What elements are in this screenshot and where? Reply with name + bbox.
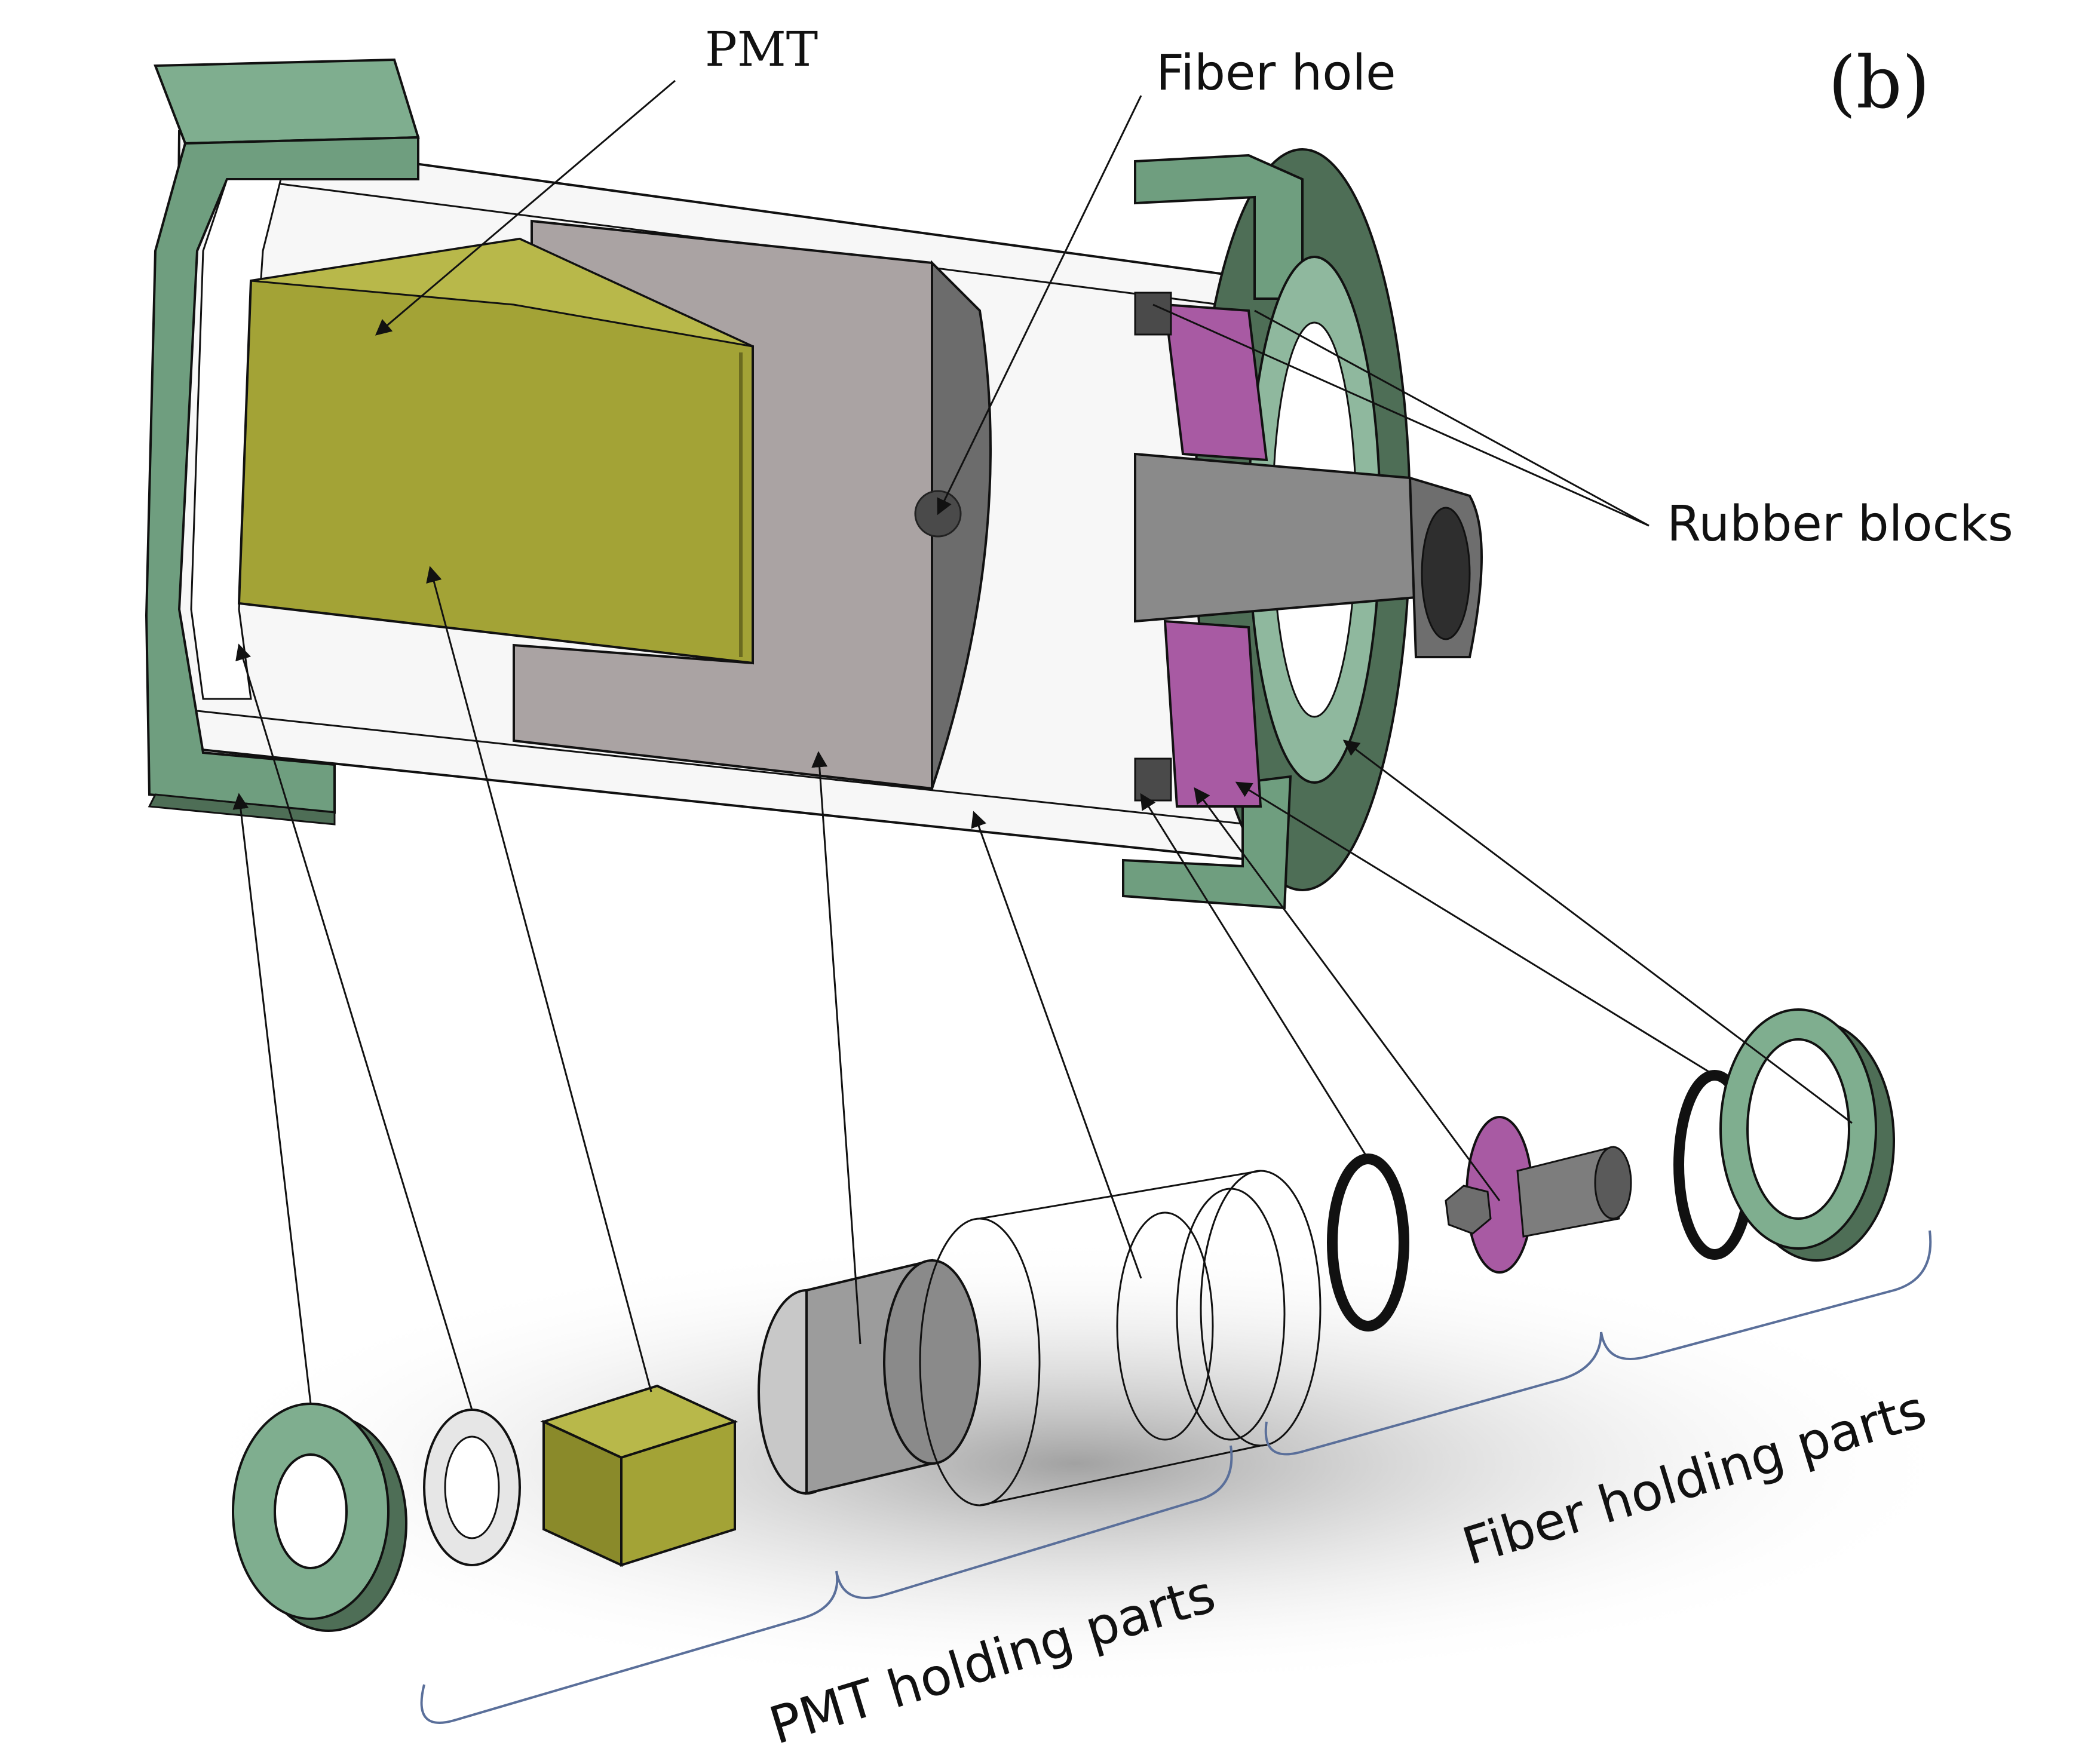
holder-cylinder xyxy=(758,1259,981,1495)
transparent-tube xyxy=(919,1170,1322,1507)
brace-pmt-holding xyxy=(420,1445,1233,1724)
rubber-block-top xyxy=(1163,303,1268,462)
exploded-view xyxy=(179,1008,1972,1691)
white-washer xyxy=(423,1409,521,1566)
label-fiber-hole: Fiber hole xyxy=(1156,45,1396,102)
leader-lines xyxy=(232,79,1853,1410)
assembled-view xyxy=(145,58,1483,910)
rubber-block-bottom xyxy=(1163,619,1262,808)
fiber-connector xyxy=(1134,452,1483,658)
fiber-bolt-assembly xyxy=(1445,1116,1632,1274)
label-pmt: PMT xyxy=(705,22,818,77)
end-ring-right xyxy=(1719,1008,1895,1262)
panel-label: (b) xyxy=(1828,42,1930,125)
pmt-cube xyxy=(540,1384,738,1567)
brace-fiber-holding xyxy=(1264,1230,1932,1456)
end-ring-left xyxy=(232,1403,407,1632)
label-rubber-blocks: Rubber blocks xyxy=(1667,496,2013,553)
